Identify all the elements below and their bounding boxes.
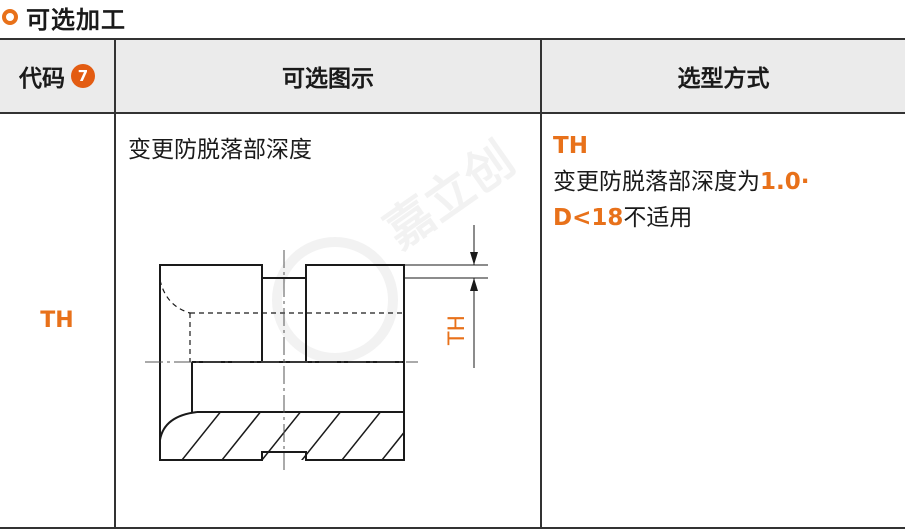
method-code: TH (553, 133, 588, 159)
svg-text:嘉立创: 嘉立创 (375, 131, 525, 259)
row-code: TH (40, 308, 74, 333)
method-cell: TH 变更防脱落部深度为1.0· D<18不适用 (553, 128, 893, 236)
method-text-2: 不适用 (623, 205, 693, 231)
method-range-2: D<18 (553, 205, 624, 231)
watermark-logo: 嘉立创 (272, 131, 525, 363)
method-range-1: 1.0· (760, 169, 810, 195)
header-code: 代码 7 (0, 40, 114, 112)
header-divider (0, 112, 905, 114)
col-divider-1 (114, 40, 116, 527)
method-line-1: 变更防脱落部深度为1.0· (553, 164, 893, 200)
col-divider-2 (540, 40, 542, 527)
header-code-label: 代码 (19, 66, 65, 92)
section-title: 可选加工 (2, 0, 126, 34)
dimension-label: TH (445, 315, 470, 346)
diagram-caption: 变更防脱落部深度 (128, 137, 312, 163)
method-line-2: D<18不适用 (553, 200, 893, 236)
header-method: 选型方式 (542, 40, 905, 112)
circle-bullet-icon (2, 9, 18, 25)
options-table: 代码 7 可选图示 选型方式 TH 变更防脱落部深度 TH 变更防脱落部深度为1… (0, 38, 905, 529)
badge-icon: 7 (71, 64, 95, 88)
method-text-1: 变更防脱落部深度为 (553, 169, 760, 195)
header-diagram: 可选图示 (116, 40, 540, 112)
section-title-text: 可选加工 (26, 5, 126, 34)
